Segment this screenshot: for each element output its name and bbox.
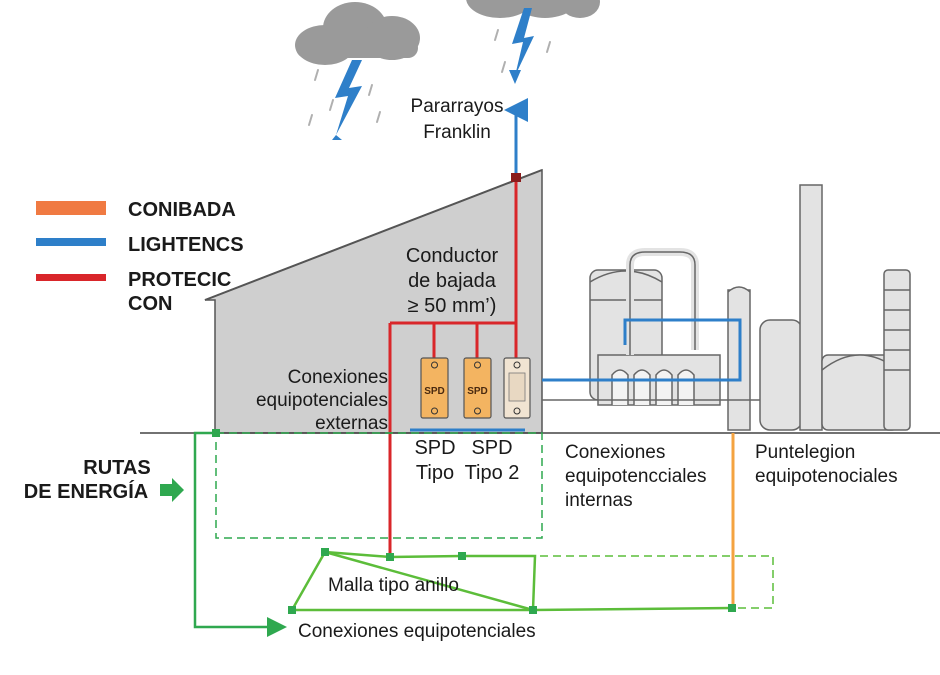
legend-label-conibada: CONIBADA — [128, 199, 236, 221]
svg-text:Pararrayos: Pararrayos — [411, 96, 504, 117]
lightning-bolt-left-icon — [332, 60, 362, 140]
spd-type1: SPD — [420, 357, 449, 419]
spd-type2: SPD — [463, 357, 492, 419]
blue-conductors — [410, 98, 742, 432]
bonding-points-label: Puntelegion equipotenociales — [755, 442, 898, 487]
building — [204, 168, 543, 434]
spd-type3 — [503, 357, 531, 419]
svg-text:Conductor: Conductor — [406, 245, 499, 267]
spd-type2-label: SPD Tipo 2 — [465, 437, 520, 484]
legend-label-lightencs: LIGHTENCS — [128, 234, 244, 256]
spd-type1-label: SPD Tipo — [414, 437, 455, 484]
spd-devices: SPD SPD — [420, 357, 531, 419]
legend-swatch-lightencs — [36, 238, 106, 246]
bonding-bottom-label: Conexiones equipotenciales — [298, 621, 536, 642]
lightning-rod-label: Pararrayos Franklin — [411, 96, 504, 143]
internal-bonding-label: Conexiones equipotencciales internas — [565, 442, 707, 511]
air-terminal-base — [511, 173, 521, 182]
down-conductor — [388, 178, 518, 558]
svg-text:Franklin: Franklin — [423, 122, 491, 143]
svg-text:equipotenociales: equipotenociales — [755, 466, 898, 487]
industrial-plant — [542, 184, 911, 431]
svg-text:RUTAS: RUTAS — [83, 457, 150, 479]
energy-routes-label: RUTAS DE ENERGÍA — [24, 457, 151, 503]
grounding-network — [193, 429, 774, 637]
down-conductor-label: Conductor de bajada ≥ 50 mm’) — [406, 245, 499, 317]
rain-drops — [308, 29, 551, 126]
svg-text:de bajada: de bajada — [408, 270, 497, 292]
external-bonding-label: Conexiones equipotenciales externas — [256, 367, 388, 434]
legend-label-proteccion: PROTECIC — [128, 269, 231, 291]
svg-text:Conexiones: Conexiones — [288, 367, 388, 388]
svg-text:Puntelegion: Puntelegion — [755, 442, 855, 463]
svg-text:SPD: SPD — [414, 437, 455, 459]
svg-text:Conexiones: Conexiones — [565, 442, 665, 463]
svg-text:Tipo: Tipo — [416, 462, 454, 484]
svg-text:equipotencciales: equipotencciales — [565, 466, 707, 487]
legend-label-proteccion-line2: CON — [128, 293, 172, 315]
svg-text:equipotenciales: equipotenciales — [256, 390, 388, 411]
legend-swatch-proteccion — [36, 274, 106, 281]
svg-text:Tipo 2: Tipo 2 — [465, 462, 520, 484]
storm-cloud-right — [466, 0, 600, 18]
legend-swatch-conibada — [36, 201, 106, 215]
svg-text:≥ 50 mm’): ≥ 50 mm’) — [408, 295, 497, 317]
legend: CONIBADA LIGHTENCS PROTECIC CON — [36, 199, 244, 315]
svg-text:SPD: SPD — [471, 437, 512, 459]
svg-text:externas: externas — [315, 413, 388, 434]
svg-text:internas: internas — [565, 490, 633, 511]
lightning-bolt-right-icon — [509, 8, 534, 84]
spd-box-label: SPD — [467, 386, 488, 397]
storm-cloud-left — [295, 2, 420, 65]
energy-routes-arrow-icon — [160, 478, 184, 502]
svg-text:DE ENERGÍA: DE ENERGÍA — [24, 480, 148, 503]
ring-mesh-label: Malla tipo anillo — [328, 575, 459, 596]
spd-box-label: SPD — [424, 386, 445, 397]
